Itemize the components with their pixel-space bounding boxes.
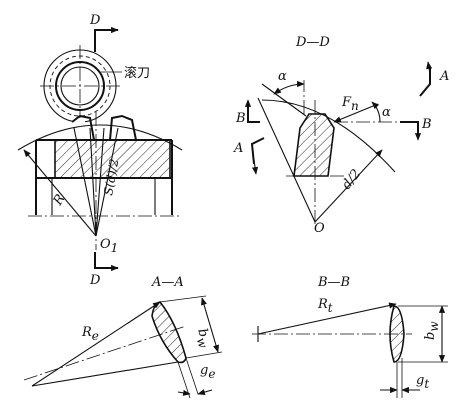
gear-blank: [17, 114, 183, 217]
section-marker-b-right: B: [400, 117, 432, 141]
section-marker-d-top: D: [89, 13, 119, 52]
label-alpha-left: α: [278, 69, 287, 84]
label-o1: O1: [100, 237, 118, 255]
tooth-profile: [293, 113, 335, 177]
title-section-dd: D—D: [295, 35, 330, 50]
label-half-pitch: S(d)/2: [101, 158, 121, 197]
label-fn: Fn: [341, 95, 359, 113]
label-b-left: B: [235, 111, 246, 126]
label-o: O: [314, 221, 325, 236]
label-bw-bb: bw: [423, 321, 441, 340]
label-rt: Rt: [317, 297, 333, 315]
label-a-left: A: [233, 141, 243, 156]
title-section-aa: A—A: [151, 275, 184, 290]
aa-tooth-section: [151, 301, 187, 364]
label-half-d: d/2: [339, 167, 364, 193]
label-bw-aa: bw: [191, 327, 214, 351]
section-marker-a-left: A: [233, 137, 265, 175]
label-a-right: A: [439, 69, 449, 84]
hob: 滚刀: [40, 45, 150, 128]
label-b-right: B: [421, 117, 432, 132]
section-marker-d-bottom: D: [89, 252, 119, 288]
label-gt: gt: [416, 373, 429, 391]
section-marker-a-right: A: [419, 61, 449, 97]
title-section-bb: B—B: [317, 275, 350, 290]
section-dd: D—D α Fn α d/2 O B B: [233, 35, 449, 236]
label-alpha-right: α: [382, 105, 391, 120]
section-aa: A—A Re bw ge: [23, 275, 223, 399]
hob-gear-view: D 滚刀: [17, 13, 183, 288]
label-r: R: [50, 192, 69, 209]
section-marker-b-left: B: [235, 99, 260, 126]
label-d-bottom: D: [89, 273, 101, 288]
construction-lines: R S(d)/2 O1: [23, 112, 121, 255]
label-hob: 滚刀: [124, 65, 150, 81]
label-d-top: D: [89, 13, 101, 28]
label-ge: ge: [200, 363, 215, 381]
label-re: Re: [81, 325, 99, 343]
section-bb: B—B Rt bw gt: [252, 275, 448, 398]
